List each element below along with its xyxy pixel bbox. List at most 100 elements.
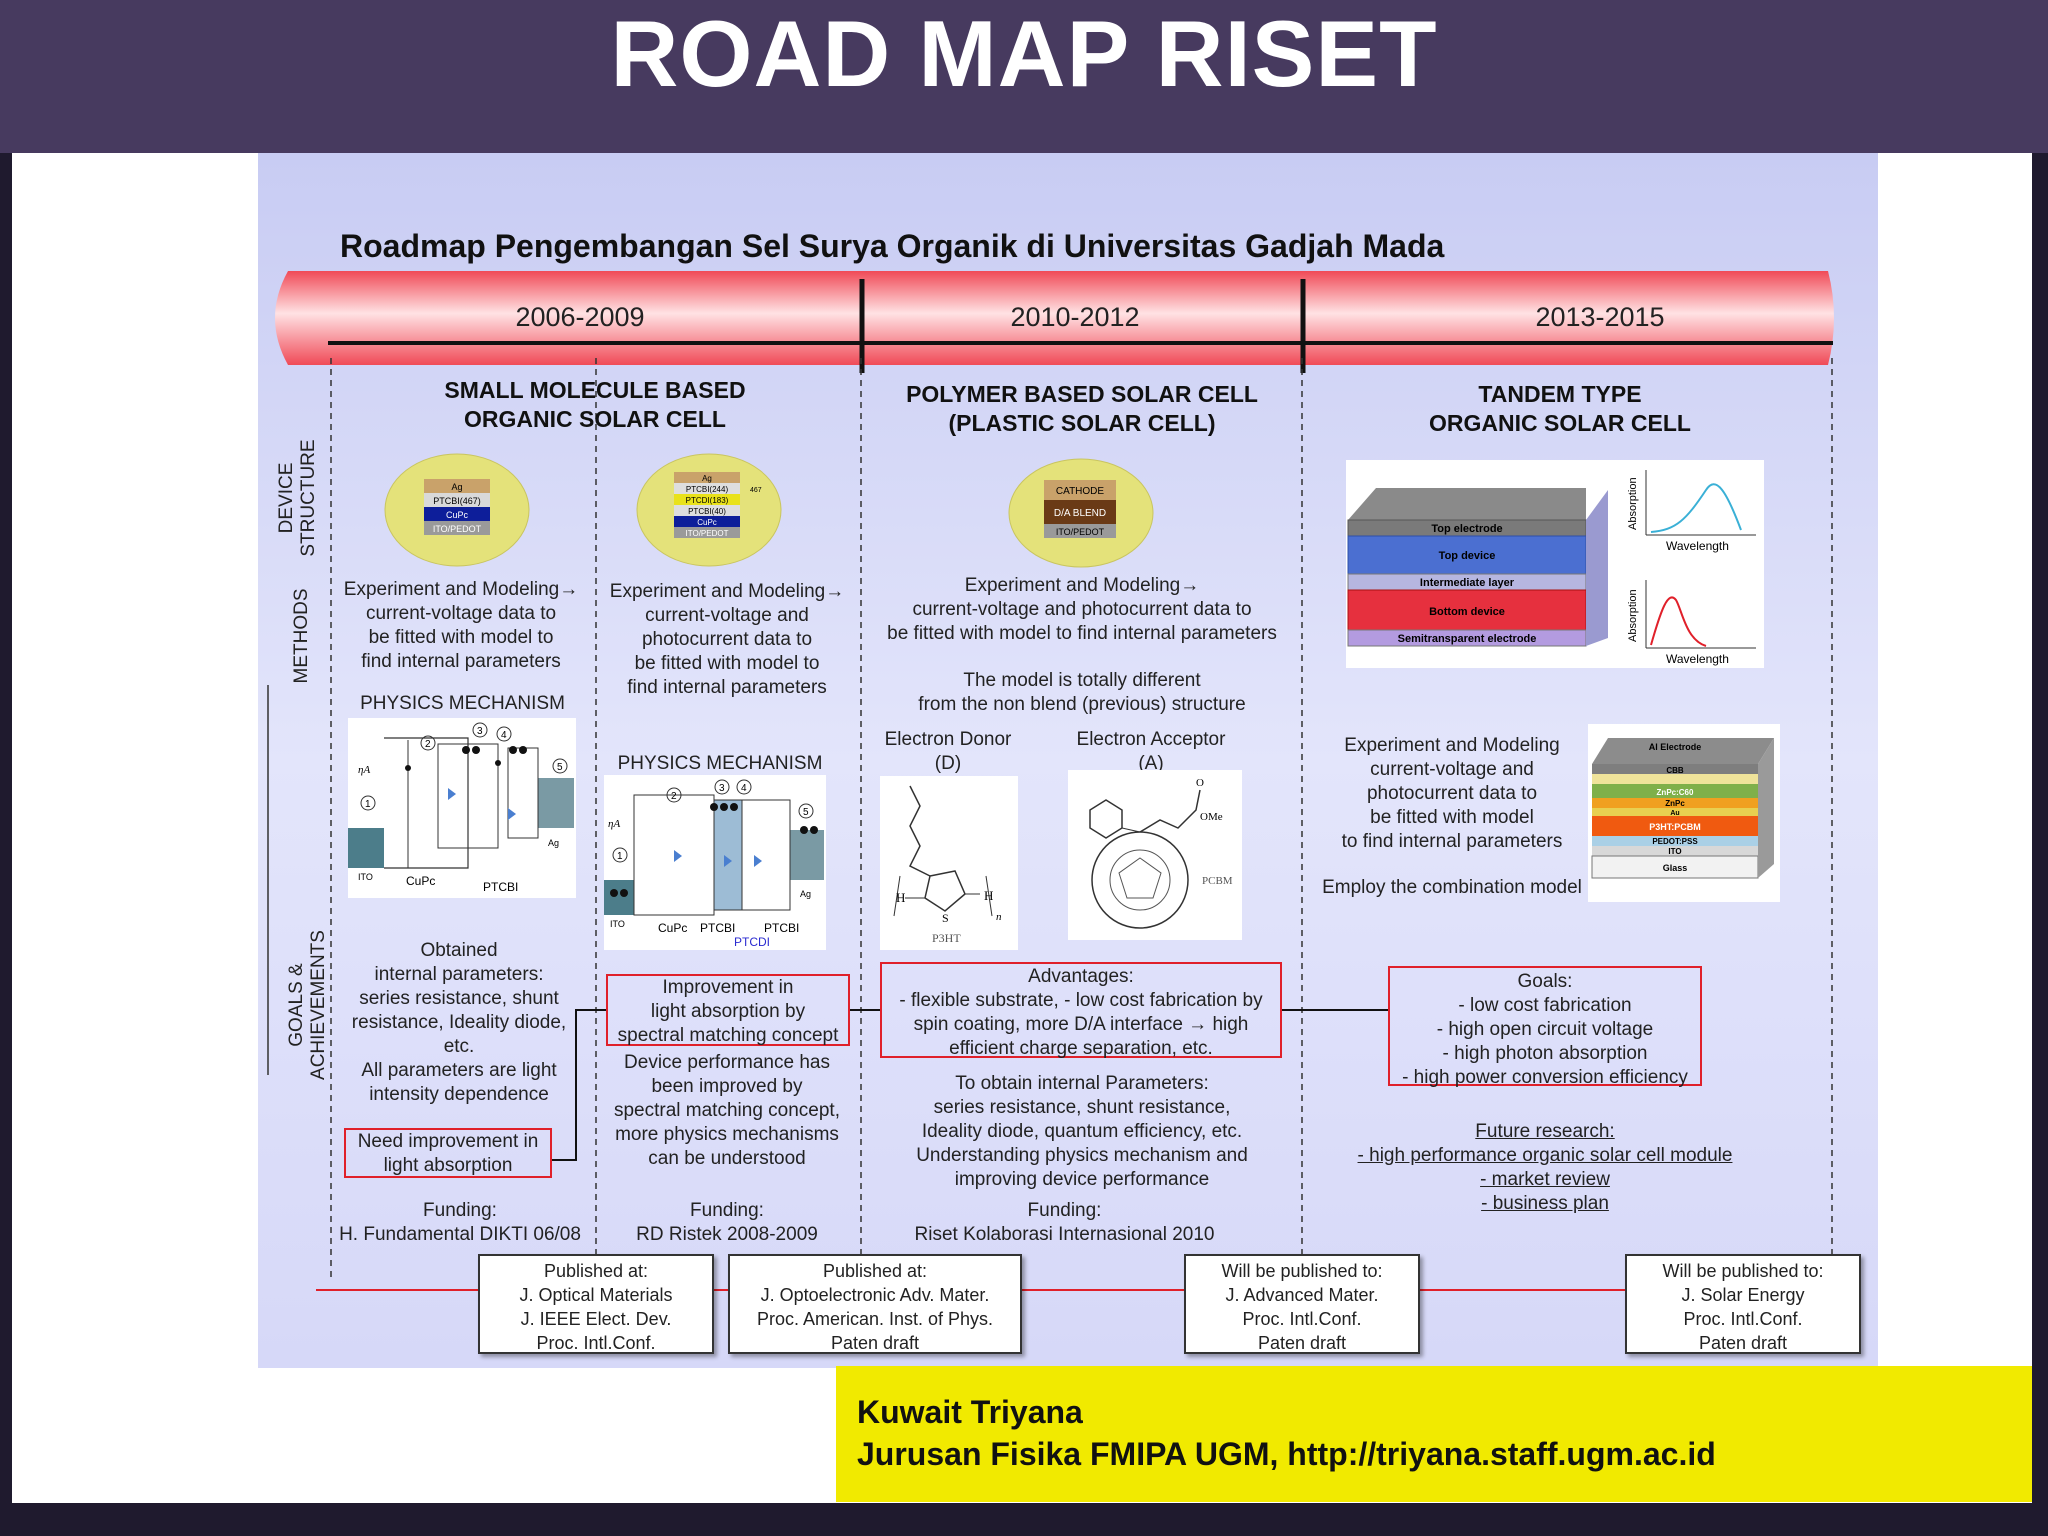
device-layer-9: Glass [1663, 863, 1688, 873]
future-research: Future research:- high performance organ… [1357, 1121, 1733, 1214]
col3-employ: Employ the combination model [1322, 877, 1582, 898]
col1-method-b: Experiment and Modeling→current-voltage … [609, 581, 845, 698]
tandem-layer-5: Semitransparent electrode [1398, 633, 1537, 645]
device-stack-b: Ag PTCBI(244) PTCDI(183) PTCBI(40) CuPc … [636, 453, 782, 567]
physics-mechanism-b: ηA 1 2 3 4 5 ITO CuPc PTCBI PTCBI PTCDI … [604, 775, 826, 950]
publication-box-3: Will be published to:J. Advanced Mater.P… [1184, 1254, 1420, 1354]
mech-b-ptcbi-2: PTCBI [764, 921, 799, 935]
device-stack-polymer: CATHODE D/A BLEND ITO/PEDOT [1008, 458, 1154, 568]
svg-text:O: O [1196, 777, 1204, 789]
mech-b-step3: 3 [719, 783, 725, 794]
period-label-3: 2013-2015 [1535, 302, 1665, 332]
mech-a-eta: ηA [358, 764, 370, 776]
mech-b-eta: ηA [608, 818, 620, 830]
goals-box: Goals:- low cost fabrication- high open … [1388, 966, 1702, 1088]
acceptor-label: Electron Acceptor(A) [1076, 729, 1226, 774]
mech-b-ptcbi-1: PTCBI [700, 921, 735, 935]
mech-a-step4: 4 [501, 730, 507, 741]
device-layer-7: PEDOT:PSS [1652, 837, 1698, 846]
mech-b-step5: 5 [803, 807, 809, 818]
polymer-ito-label: ITO/PEDOT [1056, 527, 1105, 537]
advantages-box: Advantages:- flexible substrate, - low c… [880, 962, 1282, 1059]
wavelength-label-2: Wavelength [1666, 652, 1729, 666]
donor-label: Electron Donor(D) [884, 729, 1012, 774]
stack-a-label-1: Ag [451, 482, 462, 492]
author-affiliation: Jurusan Fisika FMIPA UGM, http://triyana… [857, 1436, 1716, 1472]
tandem-layer-1: Top electrode [1431, 523, 1502, 535]
stack-b-label-6: ITO/PEDOT [686, 529, 729, 538]
stack-b-label-4: PTCBI(40) [688, 507, 726, 516]
pcbm-label: PCBM [1202, 875, 1233, 887]
device-stack-a: Ag PTCBI(467) CuPc ITO/PEDOT [384, 453, 530, 567]
col1-method-a: Experiment and Modeling→current-voltage … [343, 579, 579, 672]
svg-text:H: H [896, 890, 905, 905]
col2-method: Experiment and Modeling→current-voltage … [887, 575, 1277, 644]
mech-a-cupc: CuPc [406, 874, 435, 888]
device-layer-4: ZnPc [1665, 799, 1685, 808]
stack-b-label-5: CuPc [697, 518, 717, 527]
device-layer-5: Au [1670, 810, 1679, 817]
device-layer-8: ITO [1668, 847, 1681, 856]
mech-b-step1: 1 [617, 851, 623, 862]
abs-label-2: Absorption [1627, 589, 1639, 642]
svg-text:n: n [996, 911, 1002, 923]
tandem-device-layers: Al Electrode CBB ZnPc:C60 ZnPc Au P3HT:P… [1588, 724, 1780, 902]
physics-mechanism-a: ηA 1 2 3 4 5 ITO CuPc PTCBI Ag [348, 718, 576, 898]
device-layer-6: P3HT:PCBM [1649, 822, 1701, 832]
mech-b-step2: 2 [671, 791, 677, 802]
col2-funding: Funding:Riset Kolaborasi Internasional 2… [914, 1200, 1215, 1245]
col1-physics-title-a: PHYSICS MECHANISM [360, 693, 565, 714]
mech-a-ag: Ag [548, 838, 559, 848]
device-layer-1: Al Electrode [1649, 742, 1702, 752]
tandem-layer-3: Intermediate layer [1420, 577, 1515, 589]
stack-b-side-label: 467 [750, 487, 762, 494]
stack-b-label-3: PTCDI(183) [686, 496, 729, 505]
mech-a-ptcbi: PTCBI [483, 880, 518, 894]
title-bar [0, 0, 2048, 153]
stack-a-label-2: PTCBI(467) [433, 496, 481, 506]
stack-a-label-3: CuPc [446, 510, 469, 520]
stack-a-label-4: ITO/PEDOT [433, 524, 482, 534]
col2-heading: POLYMER BASED SOLAR CELL(PLASTIC SOLAR C… [906, 381, 1258, 436]
p3ht-molecule: S H H n P3HT [880, 776, 1018, 950]
pcbm-molecule: OMe O PCBM [1068, 770, 1242, 940]
mech-a-step5: 5 [557, 762, 563, 773]
slide-title: ROAD MAP RISET [610, 1, 1438, 106]
mech-a-step3: 3 [477, 726, 483, 737]
col1-funding-b: Funding:RD Ristek 2008-2009 [636, 1200, 818, 1245]
col1-physics-title-b: PHYSICS MECHANISM [617, 753, 823, 774]
mech-b-step4: 4 [741, 783, 747, 794]
abs-label-1: Absorption [1627, 477, 1639, 530]
device-layer-3: ZnPc:C60 [1657, 788, 1694, 797]
mech-b-ptcdi: PTCDI [734, 935, 770, 949]
tandem-layer-2: Top device [1439, 550, 1496, 562]
period-label-2: 2010-2012 [1010, 302, 1140, 332]
tandem-layer-4: Bottom device [1429, 606, 1505, 618]
pcbm-ome-label: OMe [1200, 811, 1223, 823]
polymer-cathode-label: CATHODE [1056, 486, 1104, 497]
mech-a-ito: ITO [358, 872, 373, 882]
connector-need-improve [550, 1009, 606, 1161]
mech-b-cupc: CuPc [658, 921, 687, 935]
tandem-structure: Top electrode Top device Intermediate la… [1346, 460, 1764, 668]
col2-obtain: To obtain internal Parameters:series res… [916, 1073, 1248, 1190]
mech-a-step1: 1 [365, 799, 371, 810]
period-label-1: 2006-2009 [515, 302, 645, 332]
mech-b-ito: ITO [610, 919, 625, 929]
svg-text:S: S [942, 911, 949, 925]
row-label-goals: GOALS &ACHIEVEMENTS [286, 930, 329, 1080]
col1-funding-a: Funding:H. Fundamental DIKTI 06/08 [339, 1200, 581, 1245]
polymer-blend-label: D/A BLEND [1054, 508, 1106, 519]
stack-b-label-2: PTCBI(244) [686, 485, 729, 494]
